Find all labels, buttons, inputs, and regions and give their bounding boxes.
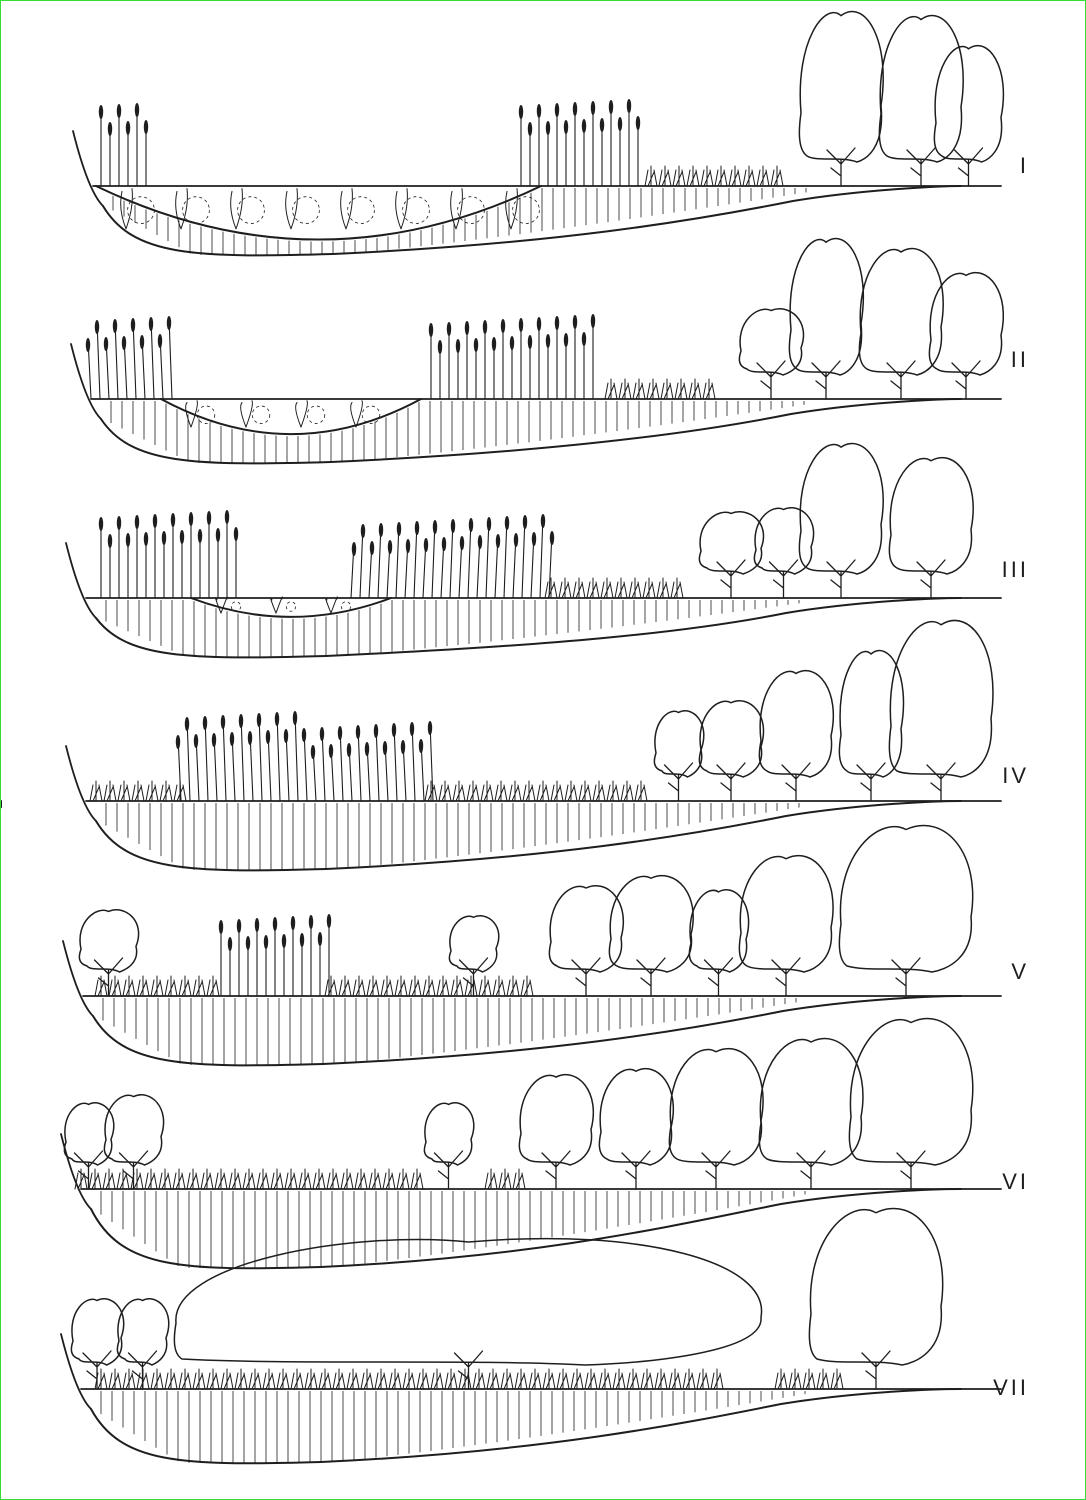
stage-2-tree-4 bbox=[929, 273, 1003, 399]
stage-6-sedges-1 bbox=[75, 1169, 423, 1189]
stage-7-sedges-1 bbox=[95, 1369, 723, 1389]
stage-label-ii: II bbox=[1011, 347, 1029, 373]
stage-6-tree-8 bbox=[849, 1019, 972, 1189]
stage-1-sedges-1 bbox=[645, 166, 783, 186]
stage-3-tree-3 bbox=[799, 444, 883, 598]
stage-label-v: V bbox=[1011, 959, 1029, 985]
stage-5-sedges-2 bbox=[325, 976, 533, 996]
stage-5-profile bbox=[63, 826, 1001, 1066]
stage-3-tree-2 bbox=[754, 508, 813, 598]
stage-2-tree-1 bbox=[739, 309, 803, 399]
stage-2-tree-2 bbox=[789, 239, 863, 399]
stage-4-profile bbox=[1, 620, 1001, 870]
stage-label-iii: III bbox=[1002, 557, 1029, 583]
stage-3-reeds-2 bbox=[351, 514, 554, 598]
stage-6-tree-7 bbox=[759, 1039, 863, 1189]
stage-2-reeds-1 bbox=[86, 316, 172, 399]
stage-4-sedges-1 bbox=[90, 781, 186, 801]
stage-5-tree-1 bbox=[79, 910, 138, 996]
stage-5-tree-3 bbox=[549, 886, 623, 996]
stage-4-reeds-1 bbox=[176, 711, 433, 801]
stage-5-sediment bbox=[103, 998, 796, 1065]
stage-1-reeds-1 bbox=[99, 103, 148, 186]
stage-7-sediment bbox=[101, 1391, 805, 1463]
stage-7-tree-3 bbox=[174, 1239, 761, 1389]
stage-6-tree-5 bbox=[599, 1069, 673, 1189]
stage-5-tree-7 bbox=[839, 826, 972, 996]
stage-2-sediment bbox=[111, 401, 804, 463]
stage-7-sedges-2 bbox=[775, 1369, 843, 1389]
stage-7-tree-1 bbox=[71, 1299, 123, 1389]
stage-3-profile bbox=[66, 444, 1001, 658]
stage-7-tree-4 bbox=[809, 1208, 942, 1389]
stage-5-tree-6 bbox=[739, 856, 833, 996]
stage-3-tree-1 bbox=[699, 512, 763, 598]
stage-4-tree-5 bbox=[889, 620, 993, 801]
stage-1-profile bbox=[73, 11, 1003, 255]
stage-4-tree-1 bbox=[654, 711, 703, 801]
stage-1-tree-2 bbox=[879, 16, 963, 186]
stage-label-vii: VII bbox=[993, 1375, 1029, 1401]
stage-4-sedges-2 bbox=[425, 781, 647, 801]
stage-5-sedges-1 bbox=[95, 976, 219, 996]
stage-2-sedges-1 bbox=[605, 379, 715, 399]
stage-6-tree-3 bbox=[424, 1103, 473, 1189]
stage-label-iv: IV bbox=[1002, 763, 1029, 789]
stage-4-tree-2 bbox=[699, 701, 763, 801]
stage-1-reeds-2 bbox=[519, 99, 640, 186]
stage-2-reeds-2 bbox=[429, 314, 595, 399]
stage-1-tree-1 bbox=[799, 11, 883, 186]
stage-6-tree-6 bbox=[669, 1049, 763, 1189]
stage-7-profile bbox=[61, 1208, 1001, 1463]
stage-6-sedges-2 bbox=[485, 1169, 525, 1189]
stage-4-sediment bbox=[106, 803, 799, 870]
stage-label-i: I bbox=[1020, 153, 1029, 179]
stage-3-tree-4 bbox=[889, 458, 973, 598]
stage-4-tree-3 bbox=[759, 671, 833, 801]
stage-1-tree-3 bbox=[934, 46, 1003, 186]
stage-2-profile bbox=[71, 239, 1003, 464]
stage-6-sediment bbox=[101, 1191, 805, 1268]
stage-6-tree-4 bbox=[519, 1075, 593, 1189]
stage-5-reeds-1 bbox=[219, 914, 331, 996]
stage-label-vi: VI bbox=[1002, 1169, 1029, 1195]
stage-3-reeds-1 bbox=[99, 510, 238, 598]
stage-1-sediment bbox=[113, 188, 806, 255]
stage-3-sedges-1 bbox=[545, 578, 683, 598]
